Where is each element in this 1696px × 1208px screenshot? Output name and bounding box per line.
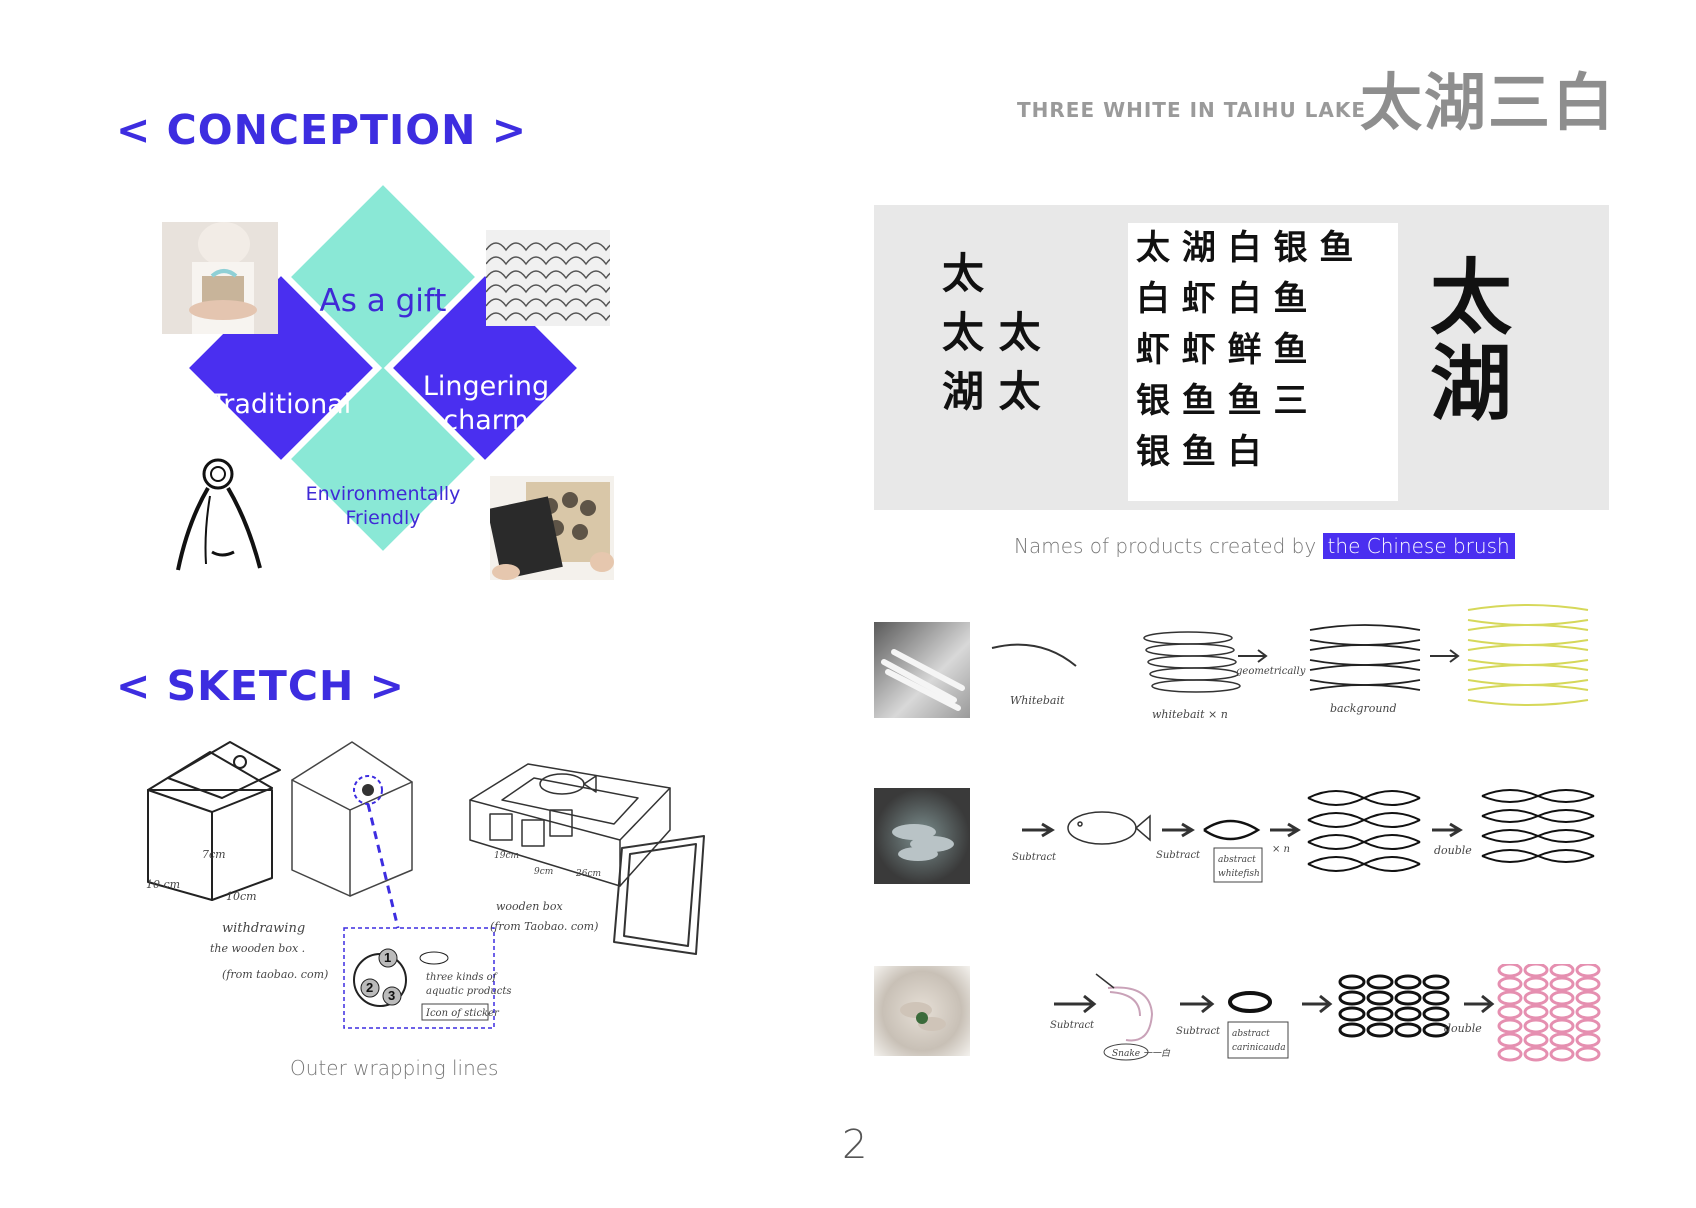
row3-label-5: carinicauda bbox=[1232, 1043, 1286, 1053]
calligraphy-mid-3: 虾 虾 鲜 鱼 bbox=[1136, 330, 1308, 370]
calligraphy-middle: 太 湖 白 银 鱼 白 虾 白 鱼 虾 虾 鲜 鱼 银 鱼 鱼 三 银 鱼 白 bbox=[1128, 223, 1398, 501]
diamond-eco-label: Environmentally Friendly bbox=[300, 483, 466, 531]
row3-label-4: abstract bbox=[1232, 1029, 1270, 1039]
row3-label-1: Subtract bbox=[1050, 1020, 1095, 1031]
dim-9cm: 9cm bbox=[534, 867, 553, 877]
row2-label-5: × n bbox=[1272, 844, 1290, 855]
sticker-num-1: 1 bbox=[384, 950, 391, 965]
row2-label-2: Subtract bbox=[1156, 850, 1201, 861]
dim-7cm: 7cm bbox=[202, 848, 226, 861]
calligraphy-caption-text: Names of products created by bbox=[1014, 534, 1323, 558]
arrow-icon bbox=[1162, 822, 1195, 838]
calligraphy-right-2: 湖 bbox=[1430, 336, 1513, 433]
calligraphy-right-1: 太 bbox=[1430, 250, 1513, 346]
calligraphy-left-2: 太 太 bbox=[942, 307, 1041, 357]
arrow-icon bbox=[1270, 822, 1301, 838]
wave-pattern-image bbox=[486, 230, 610, 326]
abstract-shrimp bbox=[1228, 991, 1272, 1013]
shrimp-sketch bbox=[1107, 986, 1154, 1042]
arrow-icon bbox=[1238, 649, 1268, 663]
calligraphy-mid-5: 银 鱼 白 bbox=[1136, 432, 1262, 472]
ink-figure-image bbox=[168, 452, 268, 576]
row2-label-1: Subtract bbox=[1012, 852, 1057, 863]
page-number: 2 bbox=[842, 1122, 868, 1168]
row2-process: Subtract Subtract abstract whitefish × n… bbox=[1012, 789, 1595, 883]
row2-label-4: whitefish bbox=[1218, 869, 1260, 879]
arrow-icon bbox=[1054, 994, 1097, 1014]
row1-label-4: background bbox=[1330, 702, 1397, 715]
shrimp-pink-pattern bbox=[1497, 964, 1601, 1062]
note-withdrawing-1: withdrawing bbox=[222, 921, 305, 936]
row1-process: Whitebait geometrically whitebait × n ba… bbox=[991, 604, 1589, 721]
row1-label-2: whitebait × n bbox=[1152, 708, 1228, 721]
sticker-note-1: three kinds of bbox=[426, 972, 499, 983]
shrimp-pattern bbox=[1338, 974, 1450, 1038]
charm-line2: charm bbox=[443, 404, 529, 436]
sticker-note-3: Icon of sticker bbox=[425, 1008, 500, 1019]
diamond-traditional-label: Traditional bbox=[210, 389, 352, 420]
diamond-charm-label: Lingering charm bbox=[412, 370, 560, 438]
dim-26cm: 26cm bbox=[575, 869, 601, 879]
note-box-2: (from Taobao. com) bbox=[490, 920, 598, 933]
eco-line2: Friendly bbox=[345, 506, 421, 529]
header-title-cn: 太湖三白 bbox=[1360, 66, 1617, 139]
calligraphy-left-1: 太 bbox=[942, 249, 985, 298]
arrow-icon bbox=[1022, 822, 1055, 838]
note-withdrawing-2: the wooden box . bbox=[210, 942, 305, 955]
row2-label-6: double bbox=[1434, 844, 1472, 857]
conception-diagram: As a gift Traditional Lingering charm En… bbox=[150, 185, 630, 600]
calligraphy-mid-2: 白 虾 白 鱼 bbox=[1136, 279, 1308, 319]
conception-title: < CONCEPTION > bbox=[116, 106, 528, 154]
sticker-num-2: 2 bbox=[366, 980, 373, 995]
whitebait-yellow-pattern bbox=[1467, 604, 1589, 706]
fish-double-pattern bbox=[1481, 789, 1595, 863]
dim-10cm-b: 10cm bbox=[226, 890, 257, 903]
sketch-caption: Outer wrapping lines bbox=[290, 1056, 499, 1080]
sticker-num-3: 3 bbox=[388, 988, 395, 1003]
calligraphy-caption: Names of products created by the Chinese… bbox=[1014, 533, 1515, 559]
sticker-note-2: aquatic products bbox=[426, 986, 512, 997]
dim-10cm-a: 10 cm bbox=[146, 878, 180, 891]
calligraphy-left-3: 湖 太 bbox=[942, 366, 1041, 416]
note-withdrawing-3: (from taobao. com) bbox=[222, 968, 328, 981]
fish-pattern bbox=[1307, 790, 1421, 872]
whitefish-sketch bbox=[1067, 811, 1151, 845]
row2-label-3: abstract bbox=[1218, 855, 1256, 865]
whitebait-group bbox=[1143, 631, 1241, 693]
whitebait-photo bbox=[874, 622, 970, 718]
note-box-1: wooden box bbox=[496, 900, 563, 913]
shrimp-photo bbox=[874, 966, 970, 1056]
charm-line1: Lingering bbox=[422, 371, 550, 402]
arrow-icon bbox=[1432, 822, 1463, 838]
abstract-fish bbox=[1203, 819, 1261, 841]
whitebait-sketch bbox=[991, 643, 1077, 667]
whitefish-photo bbox=[874, 788, 970, 884]
calligraphy-panel: 太 太 太 湖 太 太 湖 白 银 鱼 白 虾 白 鱼 虾 虾 鲜 鱼 银 鱼 … bbox=[874, 205, 1609, 510]
row1-label-3: geometrically bbox=[1236, 666, 1306, 677]
gift-hands-image bbox=[162, 222, 278, 334]
arrow-icon bbox=[1430, 649, 1460, 663]
sketch-drawings: 7cm 10 cm 10cm withdrawing the wooden bo… bbox=[146, 741, 705, 1029]
background-pattern bbox=[1309, 624, 1421, 691]
row3-label-2: Snake 一一白 bbox=[1112, 1048, 1171, 1059]
arrow-icon bbox=[1180, 994, 1215, 1014]
dim-19cm: 19cm bbox=[494, 851, 519, 861]
calligraphy-mid-1: 太 湖 白 银 鱼 bbox=[1136, 228, 1354, 268]
row3-label-6: double bbox=[1444, 1022, 1482, 1035]
calligraphy-left: 太 太 太 湖 太 bbox=[942, 245, 1072, 485]
row3-process: Subtract Snake 一一白 Subtract abstract car… bbox=[1050, 964, 1601, 1062]
diamond-gift-label: As a gift bbox=[319, 283, 447, 319]
black-box-image bbox=[490, 476, 614, 580]
calligraphy-caption-highlight: the Chinese brush bbox=[1322, 533, 1515, 559]
row3-label-3: Subtract bbox=[1176, 1026, 1221, 1037]
eco-line1: Environmentally bbox=[305, 483, 461, 505]
calligraphy-mid-4: 银 鱼 鱼 三 bbox=[1136, 381, 1308, 421]
row1-label-1: Whitebait bbox=[1010, 694, 1065, 707]
calligraphy-right: 太 湖 bbox=[1430, 255, 1512, 427]
header-title-en: THREE WHITE IN TAIHU LAKE bbox=[1017, 98, 1367, 122]
sketch-title: < SKETCH > bbox=[116, 662, 405, 710]
arrow-icon bbox=[1464, 994, 1495, 1014]
arrow-icon bbox=[1302, 994, 1333, 1014]
